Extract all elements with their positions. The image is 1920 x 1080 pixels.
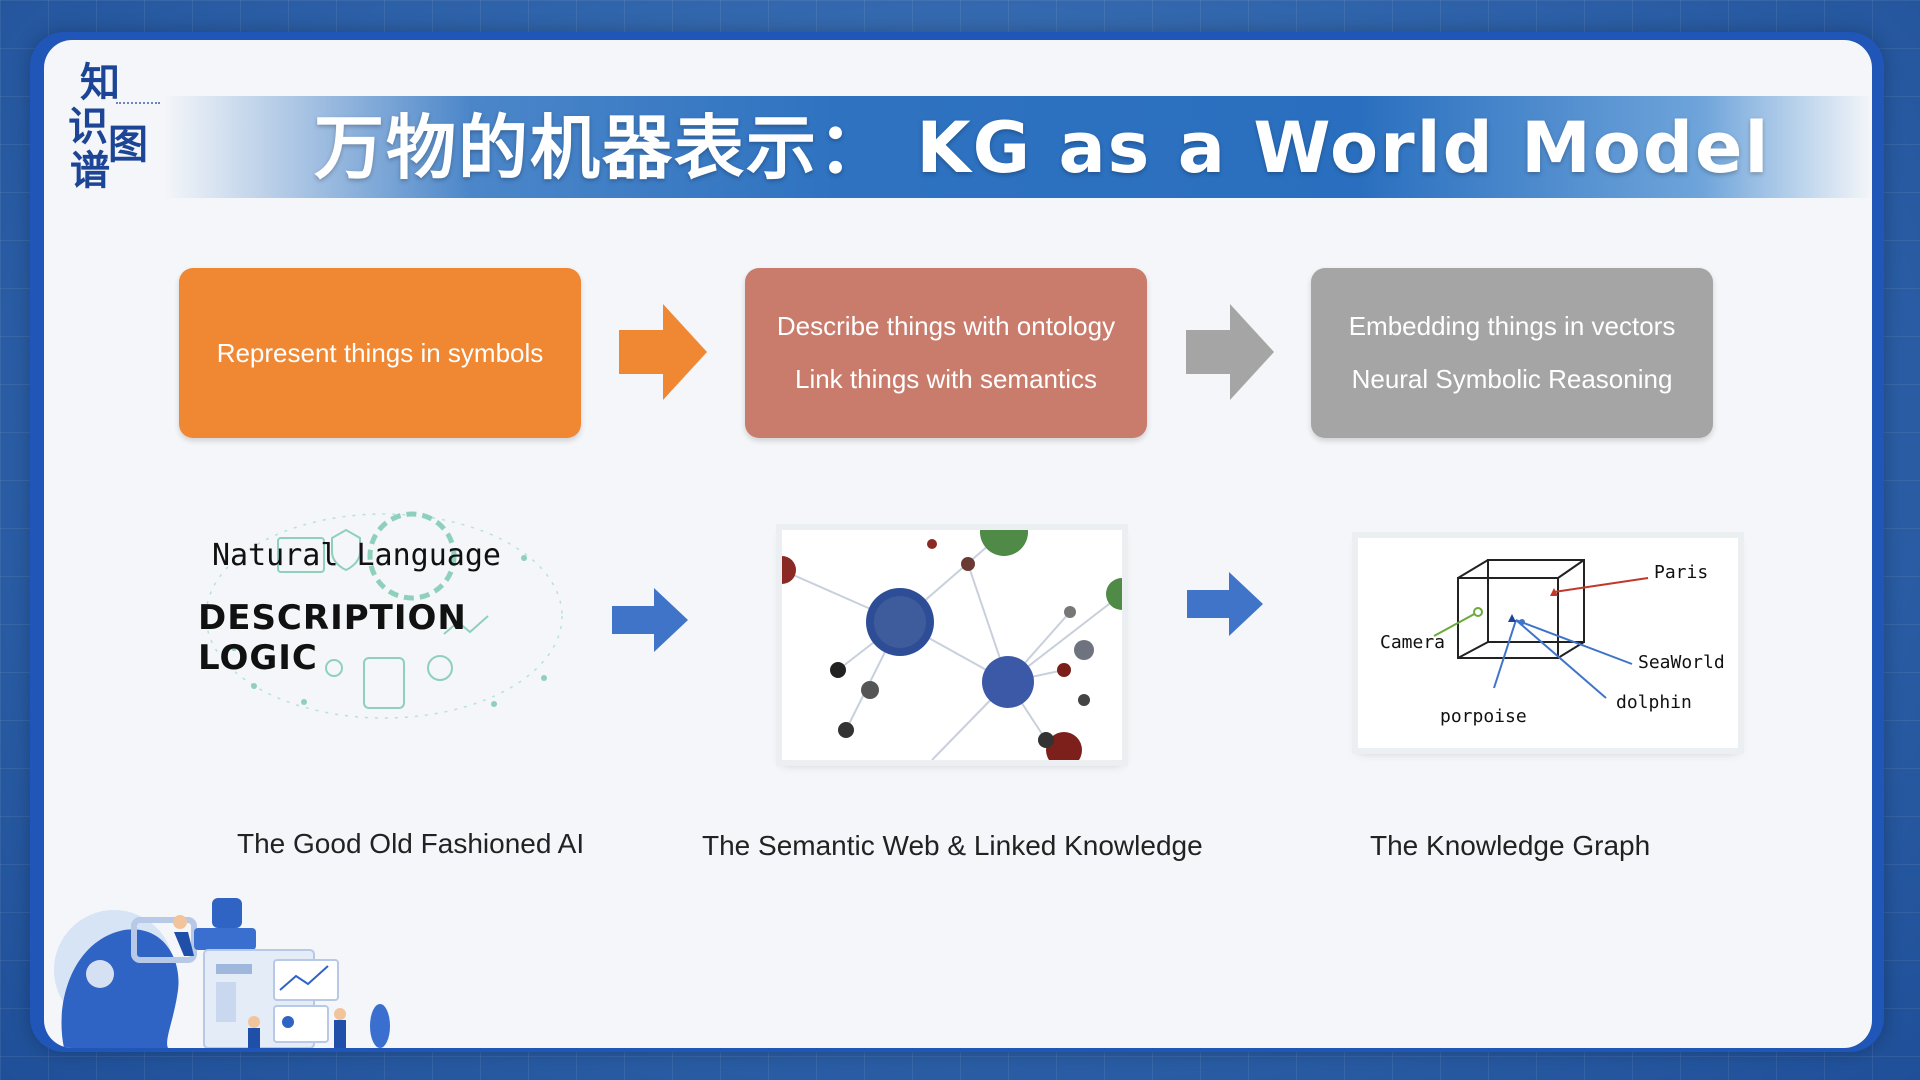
arrow-grey-icon bbox=[1186, 304, 1274, 400]
knowledge-graph-diagram: Paris Camera SeaWorld dolphin porpoise bbox=[1358, 538, 1738, 748]
ai-people-illustration-icon bbox=[54, 898, 390, 1048]
logo-char-shi: 识 bbox=[68, 104, 108, 150]
kg-label-seaworld: SeaWorld bbox=[1638, 652, 1725, 673]
logo-char-zhi: 知 bbox=[80, 60, 120, 106]
kg-label-camera: Camera bbox=[1380, 632, 1446, 653]
step-box-symbols: Represent things in symbols bbox=[179, 268, 581, 438]
logo: 知 识 图 谱 bbox=[58, 50, 168, 194]
step-2-line-2: Link things with semantics bbox=[794, 364, 1098, 394]
step-3-line-2: Neural Symbolic Reasoning bbox=[1351, 364, 1673, 394]
slide: 知 识 图 谱 万物的机器表示： KG as a World Model Rep… bbox=[44, 40, 1872, 1048]
step-3-line-1: Embedding things in vectors bbox=[1348, 311, 1676, 341]
kg-label-porpoise: porpoise bbox=[1440, 706, 1527, 727]
caption-semantic-web: The Semantic Web & Linked Knowledge bbox=[702, 830, 1203, 861]
network-graph-icon bbox=[768, 508, 1138, 768]
arrow-orange-icon bbox=[619, 304, 707, 400]
circuit-pattern-icon bbox=[205, 511, 563, 719]
caption-knowledge-graph: The Knowledge Graph bbox=[1370, 830, 1651, 861]
gofai-illustration: Natural Language DESCRIPTION LOGIC bbox=[194, 498, 594, 728]
logo-char-pu: 谱 bbox=[70, 148, 110, 194]
semantic-web-network-image bbox=[768, 508, 1138, 768]
kg-label-paris: Paris bbox=[1654, 562, 1709, 583]
natural-language-label: Natural Language bbox=[212, 538, 501, 573]
step-box-ontology: Describe things with ontology Link thing… bbox=[745, 268, 1147, 438]
description-logic-label: DESCRIPTION LOGIC bbox=[198, 598, 467, 678]
logo-tagline-mark bbox=[116, 102, 160, 114]
step-1-line-1: Represent things in symbols bbox=[216, 337, 544, 368]
logo-char-tu: 图 bbox=[108, 122, 148, 168]
step-2-line-1: Describe things with ontology bbox=[776, 311, 1116, 341]
step-box-vectors: Embedding things in vectors Neural Symbo… bbox=[1311, 268, 1713, 438]
arrow-blue-icon bbox=[612, 588, 688, 652]
arrow-blue-icon bbox=[1187, 572, 1263, 636]
vector-cube-icon bbox=[1433, 559, 1649, 699]
caption-gofai: The Good Old Fashioned AI bbox=[237, 828, 585, 859]
title-band bbox=[164, 96, 1872, 198]
kg-label-dolphin: dolphin bbox=[1616, 692, 1692, 713]
slide-title: 万物的机器表示： KG as a World Model bbox=[314, 107, 1771, 189]
